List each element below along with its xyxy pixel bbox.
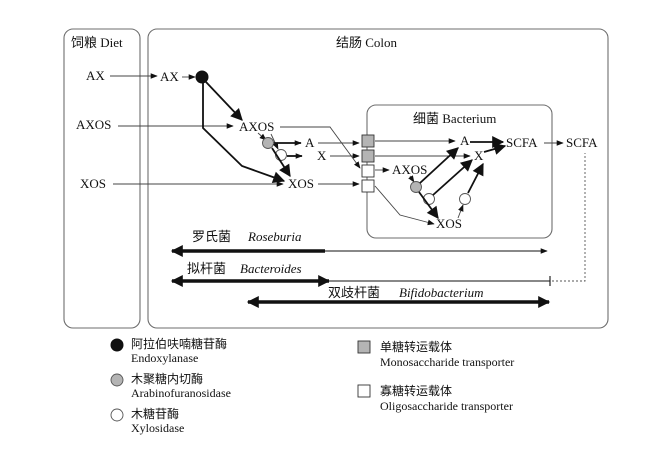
bacterium-xos-to-xylosidase2-arrow	[457, 204, 464, 219]
bacterium-arabino-to-a-arrow	[419, 147, 459, 184]
diet-ax-label: AX	[86, 68, 105, 83]
diet-region-box	[63, 28, 141, 329]
bacterium-xylosidase2-to-x-arrow	[467, 162, 484, 194]
legend-endoxylanase-en: Endoxylanase	[131, 351, 198, 365]
bacterium-label: 细菌 Bacterium	[413, 111, 496, 126]
bacterium-scfa-label: SCFA	[506, 135, 538, 150]
x-to-scfa-arrow	[483, 143, 507, 155]
legend-oligo-transporter-cn: 寡糖转运载体	[380, 383, 452, 398]
endoxylanase-to-axos-arrow	[205, 81, 243, 121]
axos-to-oligo-transporter-line	[280, 126, 361, 169]
bifido-latin-label: Bifidobacterium	[399, 285, 484, 300]
bacterium-axos-label: AXOS	[392, 162, 427, 177]
colon-x-label: X	[317, 148, 327, 163]
bacterium-arabinofuranosidase-icon	[410, 181, 422, 193]
legend-endoxylanase-cn: 阿拉伯呋喃糖苷酶	[131, 336, 227, 351]
diet-axos-label: AXOS	[76, 117, 111, 132]
roseburia-latin-label: Roseburia	[247, 229, 302, 244]
legend-arabinofuranosidase-cn: 木聚糖内切酶	[131, 371, 203, 386]
oligosaccharide-transporter-icon-2	[361, 179, 375, 193]
legend-xylosidase-icon	[110, 408, 124, 422]
bifido-cn-label: 双歧杆菌	[328, 285, 380, 300]
transporter-to-xos-line	[374, 185, 435, 226]
diet-xos-label: XOS	[80, 176, 106, 191]
legend-xylosidase-cn: 木糖苷酶	[131, 406, 179, 421]
monosaccharide-transporter-icon-1	[361, 134, 375, 148]
legend-endoxylanase-icon	[110, 338, 124, 352]
colon-label: 结肠 Colon	[336, 35, 398, 50]
colon-scfa-label: SCFA	[566, 135, 598, 150]
bacterium-xos-label: XOS	[436, 216, 462, 231]
colon-region-box	[147, 28, 609, 329]
scfa-dotted-connector	[552, 153, 586, 282]
bacterium-arabino-to-xos-arrow	[418, 191, 439, 219]
colon-axos-label: AXOS	[239, 119, 274, 134]
colon-ax-label: AX	[160, 69, 179, 84]
bacterium-xylosidase-icon-2	[459, 193, 471, 205]
endoxylanase-enzyme-icon	[195, 70, 209, 84]
bacterium-a-label: A	[460, 133, 470, 148]
monosaccharide-transporter-icon-2	[361, 149, 375, 163]
legend-mono-transporter-icon	[357, 340, 371, 354]
bacterium-xylosidase1-to-x-arrow	[432, 159, 473, 196]
endoxylanase-to-xos-arrow	[202, 83, 286, 184]
oligosaccharide-transporter-icon-1	[361, 164, 375, 178]
bacterium-axos-to-arabino-arrow	[408, 175, 415, 183]
legend-arabinofuranosidase-en: Arabinofuranosidase	[131, 386, 231, 400]
bacteroides-cn-label: 拟杆菌	[187, 261, 226, 276]
roseburia-cn-label: 罗氏菌	[192, 229, 231, 244]
axos-to-xylosidase-arrow	[270, 133, 279, 150]
bacterium-x-label: X	[474, 148, 484, 163]
bacteroides-latin-label: Bacteroides	[240, 261, 302, 276]
legend-mono-transporter-cn: 单糖转运载体	[380, 339, 452, 354]
legend-oligo-transporter-icon	[357, 384, 371, 398]
diet-label: 饲粮 Diet	[71, 35, 123, 50]
legend-xylosidase-en: Xylosidase	[131, 421, 184, 435]
legend-mono-transporter-en: Monosaccharide transporter	[380, 355, 514, 369]
legend-arabinofuranosidase-icon	[110, 373, 124, 387]
arabinofuranosidase-enzyme-icon	[262, 137, 274, 149]
arabino-to-xos-arrow	[271, 147, 291, 178]
colon-xos-label: XOS	[288, 176, 314, 191]
colon-a-label: A	[305, 135, 315, 150]
legend-oligo-transporter-en: Oligosaccharide transporter	[380, 399, 513, 413]
